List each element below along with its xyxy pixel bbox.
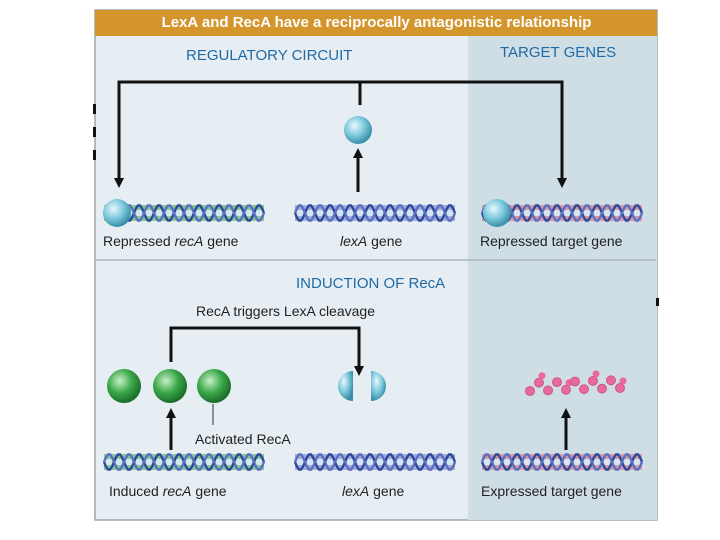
target-protein-bead — [597, 383, 607, 394]
stray-mark — [656, 298, 659, 306]
cleaved-lexa-half-right — [371, 371, 386, 401]
induced-reca-label: Induced recA gene — [109, 483, 227, 499]
repressed-reca-label: Repressed recA gene — [103, 233, 239, 249]
figure-title: LexA and RecA have a reciprocally antago… — [161, 14, 592, 31]
cleaved-lexa-half-left — [338, 371, 353, 401]
target-protein-bead — [561, 384, 571, 395]
lexa-repressor-bound-reca — [103, 199, 131, 227]
section-target-genes: TARGET GENES — [500, 44, 617, 61]
target-protein-bead — [525, 386, 535, 396]
section-induction: INDUCTION OF RecA — [296, 275, 446, 292]
lexa-to-target-line — [360, 80, 567, 188]
repressed-target-label: Repressed target gene — [480, 233, 623, 249]
reca-protein — [107, 369, 141, 403]
dna-strand — [102, 453, 266, 471]
target-protein-bead — [588, 375, 598, 386]
target-protein-bead — [552, 377, 562, 388]
activated-reca-annotation: Activated RecA — [195, 431, 291, 447]
dna-strand — [102, 204, 266, 222]
lexa-output-line — [114, 80, 362, 188]
target-protein-bead — [592, 370, 600, 378]
stray-mark — [93, 150, 96, 160]
induction-arrows — [166, 326, 571, 450]
target-protein-bead — [579, 384, 589, 395]
target-protein-bead — [538, 372, 546, 380]
reca-cleavage-arrow — [169, 326, 364, 376]
dna-strand — [480, 453, 644, 471]
reca-protein — [153, 369, 187, 403]
lexa-protein — [344, 116, 372, 144]
lexa-gene-dna-bottom — [293, 453, 457, 471]
lexa-repressor-bound-target — [483, 199, 511, 227]
target-gene-dna-expressed — [480, 453, 644, 471]
stray-mark — [93, 104, 96, 114]
target-protein-bead — [615, 383, 625, 393]
target-protein-chain — [525, 370, 627, 396]
repression-arrows — [114, 80, 567, 192]
target-protein-bead — [534, 377, 544, 388]
target-protein-bead — [619, 377, 627, 385]
lexa-gene-dna — [293, 204, 457, 222]
expressed-target-label: Expressed target gene — [481, 483, 622, 499]
target-protein-bead — [570, 376, 580, 387]
target-protein-bead — [543, 385, 553, 396]
target-protein-bead — [606, 375, 616, 386]
title-banner — [95, 10, 657, 36]
reca-protein — [197, 369, 231, 403]
lexa-gene-label: lexA gene — [340, 233, 403, 249]
lexa-gene-label-bottom: lexA gene — [342, 483, 405, 499]
reca-gene-dna-induced — [102, 453, 266, 471]
dna-layer — [102, 204, 644, 471]
section-regulatory-circuit: REGULATORY CIRCUIT — [186, 47, 353, 64]
cleavage-annotation: RecA triggers LexA cleavage — [196, 303, 375, 319]
reca-gene-dna — [102, 204, 266, 222]
dna-strand — [293, 204, 457, 222]
stray-mark — [93, 127, 96, 137]
dna-strand — [293, 453, 457, 471]
